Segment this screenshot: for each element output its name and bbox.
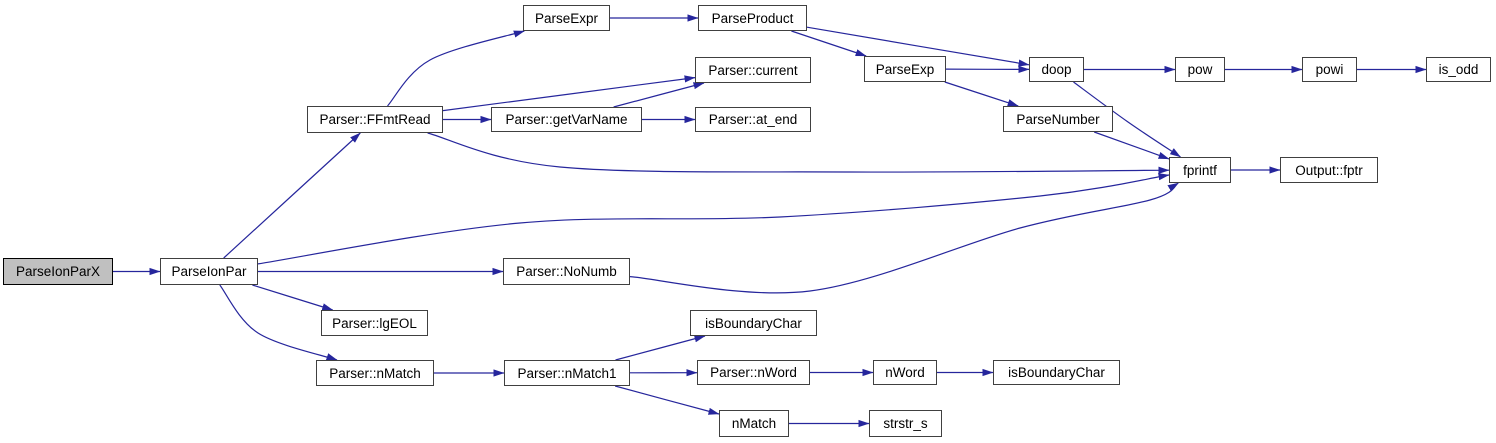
- edge-ParseIonPar-to-fprintf: [257, 173, 1170, 265]
- node-nMatch1[interactable]: Parser::nMatch1: [504, 360, 630, 386]
- edge-ParseIonPar-to-nMatchP: [219, 284, 338, 361]
- node-label: Parser::nMatch: [329, 365, 421, 381]
- edge-ParseExp-to-ParseNumber: [944, 81, 1019, 107]
- edge-ParseProduct-to-ParseExp: [791, 30, 867, 57]
- edge-group: [112, 14, 1427, 428]
- edge-FFmtRead-to-fprintf: [427, 132, 1170, 174]
- node-isBoundaryChar2[interactable]: isBoundaryChar: [993, 360, 1120, 385]
- node-ParseExp[interactable]: ParseExp: [864, 56, 946, 82]
- node-nWord[interactable]: nWord: [873, 360, 937, 385]
- node-is_odd[interactable]: is_odd: [1426, 57, 1491, 82]
- edge-NoNumb-to-fprintf: [629, 182, 1179, 294]
- node-label: isBoundaryChar: [1008, 365, 1105, 380]
- node-label: Parser::lgEOL: [332, 315, 417, 331]
- edge-ParseProduct-to-doop: [806, 26, 1030, 67]
- node-label: Parser::nWord: [710, 365, 797, 380]
- node-ParseIonParX[interactable]: ParseIonParX: [3, 258, 113, 285]
- node-nMatchP[interactable]: Parser::nMatch: [316, 360, 434, 386]
- edge-FFmtRead-to-current: [442, 75, 696, 112]
- node-label: nMatch: [731, 416, 777, 431]
- node-lgEOL[interactable]: Parser::lgEOL: [321, 310, 428, 336]
- node-at_end[interactable]: Parser::at_end: [695, 107, 811, 132]
- node-label: ParseProduct: [711, 10, 794, 26]
- node-fprintf[interactable]: fprintf: [1169, 157, 1231, 183]
- edge-doop-to-fprintf: [1073, 81, 1181, 158]
- node-label: Parser::FFmtRead: [319, 112, 431, 127]
- node-NoNumb[interactable]: Parser::NoNumb: [503, 258, 630, 285]
- node-label: Parser::current: [708, 62, 798, 78]
- edge-ParseIonPar-to-lgEOL: [252, 284, 334, 311]
- node-ParseProduct[interactable]: ParseProduct: [698, 5, 807, 31]
- edge-FFmtRead-to-ParseExpr: [387, 30, 525, 107]
- node-label: is_odd: [1438, 62, 1479, 77]
- node-label: strstr_s: [883, 416, 928, 431]
- node-ParseNumber[interactable]: ParseNumber: [1003, 106, 1113, 132]
- node-OutputFptr[interactable]: Output::fptr: [1280, 157, 1378, 183]
- edge-getVarName-to-current: [613, 82, 705, 108]
- node-FFmtRead[interactable]: Parser::FFmtRead: [307, 106, 443, 133]
- node-ParseExpr[interactable]: ParseExpr: [523, 5, 610, 31]
- edge-nMatch1-to-nMatchFn: [614, 385, 720, 415]
- edge-ParseNumber-to-fprintf: [1093, 131, 1170, 160]
- node-getVarName[interactable]: Parser::getVarName: [491, 107, 642, 132]
- node-label: fprintf: [1183, 162, 1217, 178]
- node-pow[interactable]: pow: [1175, 57, 1225, 82]
- node-current[interactable]: Parser::current: [695, 57, 811, 83]
- node-isBoundaryChar1[interactable]: isBoundaryChar: [690, 310, 817, 336]
- node-label: ParseNumber: [1016, 111, 1100, 127]
- node-label: doop: [1041, 62, 1072, 77]
- node-label: nWord: [885, 365, 925, 380]
- node-label: Parser::NoNumb: [516, 264, 617, 279]
- node-label: Parser::nMatch1: [517, 365, 617, 381]
- node-label: pow: [1187, 62, 1213, 77]
- node-label: powi: [1315, 62, 1344, 77]
- node-label: Output::fptr: [1295, 162, 1363, 178]
- node-doop[interactable]: doop: [1029, 57, 1084, 82]
- node-label: ParseIonPar: [171, 264, 247, 279]
- node-strstr_s[interactable]: strstr_s: [869, 410, 942, 437]
- node-label: Parser::getVarName: [505, 112, 628, 127]
- node-label: isBoundaryChar: [705, 315, 802, 331]
- node-label: ParseExpr: [534, 10, 599, 26]
- node-label: ParseIonParX: [15, 264, 101, 279]
- node-label: Parser::at_end: [708, 112, 798, 127]
- node-ParseIonPar[interactable]: ParseIonPar: [160, 258, 258, 285]
- node-nMatchFn[interactable]: nMatch: [719, 410, 789, 437]
- node-nWordP[interactable]: Parser::nWord: [697, 360, 810, 385]
- edge-nMatch1-to-isBoundaryChar1: [615, 335, 706, 361]
- edge-ParseIonPar-to-FFmtRead: [223, 132, 361, 259]
- node-powi[interactable]: powi: [1302, 57, 1357, 82]
- node-label: ParseExp: [875, 61, 935, 77]
